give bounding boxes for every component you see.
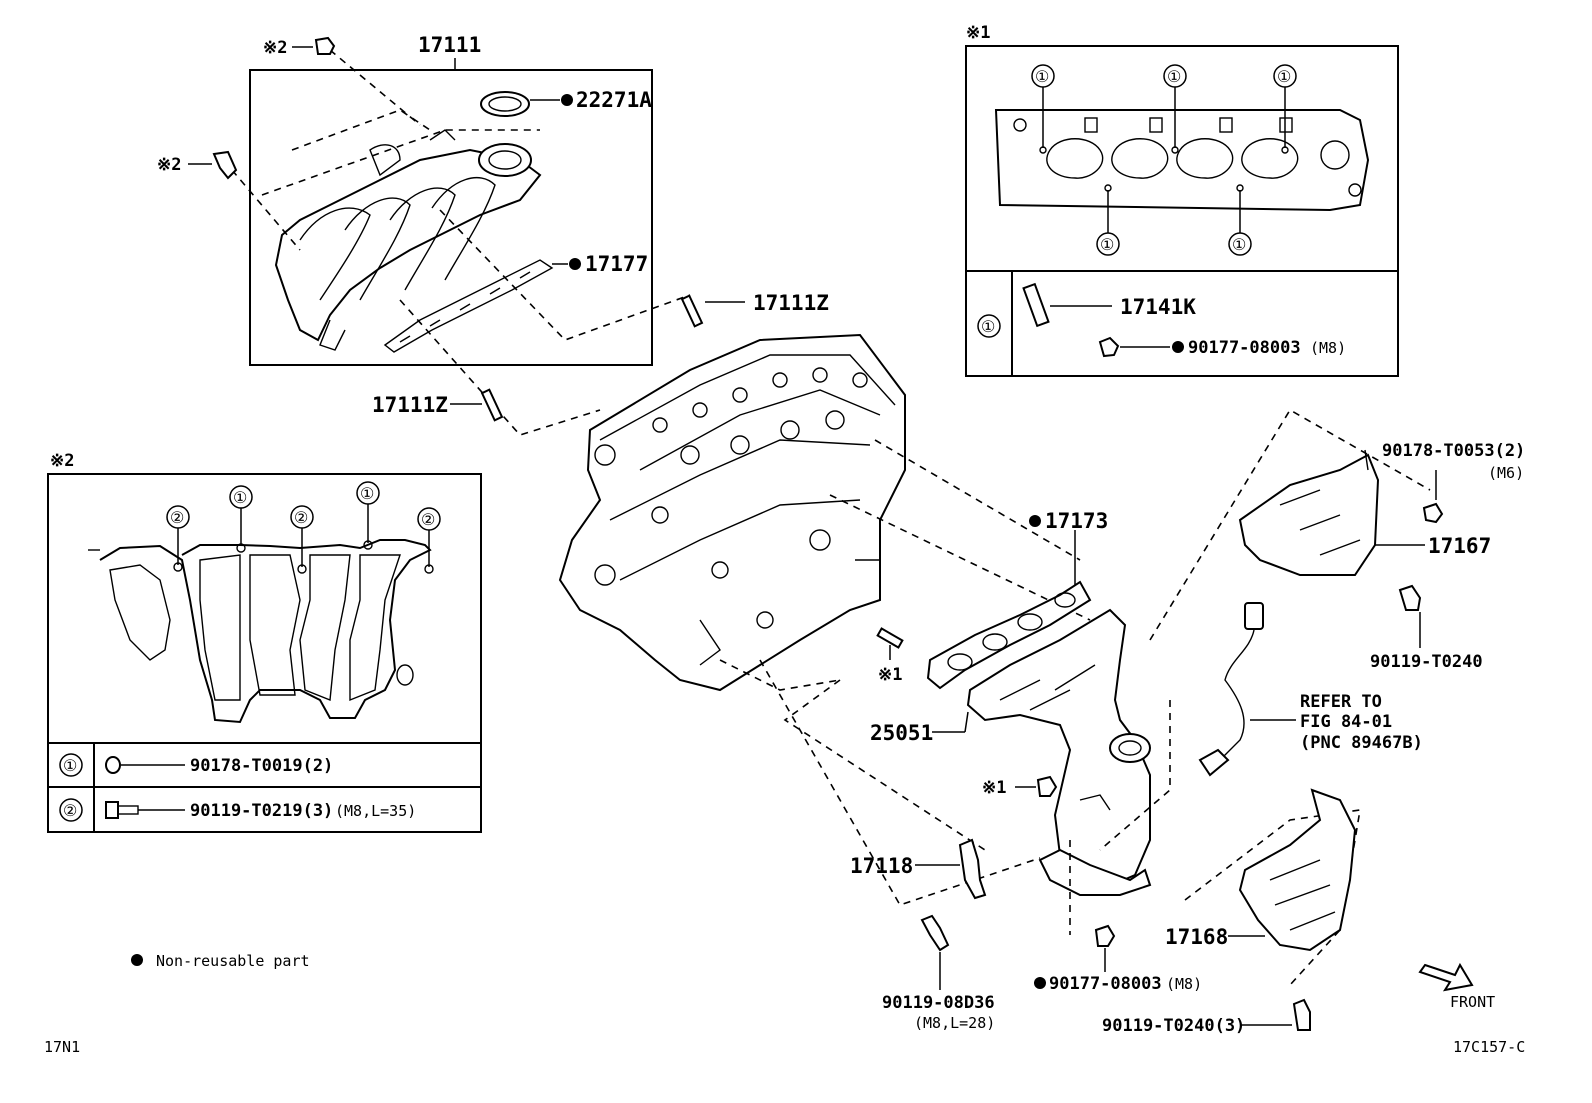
- label-90177-bottom: 90177-08003: [1049, 974, 1162, 994]
- upper-heat-shield: [1238, 453, 1380, 576]
- callout-1: ①: [360, 484, 374, 503]
- intake-manifold-group: 17111 22271A 17177: [157, 33, 691, 436]
- stud-star1: ※1: [876, 627, 904, 685]
- nonreusable-dot: [1034, 977, 1046, 989]
- label-refer-3: (PNC 89467B): [1300, 733, 1423, 753]
- callout-1: ①: [1277, 67, 1291, 86]
- stud-17111Z-upper: 17111Z: [680, 291, 829, 328]
- label-star2-box: ※2: [50, 451, 74, 471]
- bolt-icon: [212, 150, 238, 180]
- callout-1: ①: [233, 488, 247, 507]
- callout-2: ②: [421, 510, 435, 529]
- bolt-icon: [1398, 584, 1422, 611]
- callout-1: ①: [981, 317, 995, 336]
- label-refer-2: FIG 84-01: [1300, 712, 1392, 732]
- label-17167: 17167: [1428, 534, 1491, 558]
- diagram-code-right: 17C157-C: [1453, 1038, 1525, 1056]
- upper-heat-shield-group: 90178-T0053(2) (M6) 17167 90119-T0240: [1149, 408, 1525, 672]
- label-star1-stud: ※1: [878, 665, 902, 685]
- label-17111Z-lower: 17111Z: [372, 393, 448, 417]
- label-nonreusable: Non-reusable part: [156, 952, 310, 970]
- label-17111Z-upper: 17111Z: [753, 291, 829, 315]
- bolt-90119-08D36: 90119-08D36 (M8,L=28): [882, 914, 995, 1032]
- cylinder-head-face: [994, 109, 1370, 212]
- nut-90177-bottom: 90177-08003 (M8): [1034, 924, 1202, 994]
- label-17111: 17111: [418, 33, 481, 57]
- gasket-detail-group: ※2 ② ① ② ① ② ① 90178-T0019(2) ② 90: [47, 451, 482, 833]
- intake-gasket-flange: [99, 539, 432, 724]
- label-90177-bottom-spec: (M8): [1166, 975, 1202, 993]
- callout-1: ①: [1035, 67, 1049, 86]
- bolt-icon: [1292, 998, 1311, 1031]
- callout-1: ①: [1167, 67, 1181, 86]
- nonreusable-dot: [131, 954, 143, 966]
- oxygen-sensor: REFER TO FIG 84-01 (PNC 89467B): [1198, 602, 1423, 777]
- label-star1-box: ※1: [966, 23, 990, 43]
- intake-manifold-box: [249, 69, 653, 366]
- label-star2-left: ※2: [157, 155, 181, 175]
- label-star1-nut: ※1: [982, 778, 1006, 798]
- label-90119-T0219-spec: (M8,L=35): [335, 802, 416, 820]
- label-90119-T0219: 90119-T0219(3): [190, 801, 333, 821]
- label-17118: 17118: [850, 854, 913, 878]
- bolt-icon: [105, 801, 119, 819]
- nonreusable-dot: [1172, 341, 1184, 353]
- label-17141K: 17141K: [1120, 295, 1196, 319]
- front-arrow-icon: [1418, 962, 1474, 992]
- intake-gasket: [383, 259, 554, 353]
- lower-heat-shield: [1238, 788, 1357, 952]
- label-front: FRONT: [1450, 993, 1495, 1011]
- engine-block-drawing: [558, 333, 906, 692]
- callout-2: ②: [294, 508, 308, 527]
- exhaust-gasket-group: 17173: [926, 509, 1108, 690]
- nonreusable-dot: [561, 94, 573, 106]
- nonreusable-dot: [569, 258, 581, 270]
- exhaust-manifold-catalyst: [966, 608, 1151, 890]
- label-90119-08D36-spec: (M8,L=28): [914, 1014, 995, 1032]
- label-star2-top: ※2: [263, 38, 287, 58]
- label-90119-T0240: 90119-T0240: [1370, 652, 1483, 672]
- label-90119-T0240-3: 90119-T0240(3): [1102, 1016, 1245, 1036]
- stud-detail-group: ※1 ① ① ① ① ① ① 17141K 90177-08003 (M8): [965, 23, 1399, 377]
- exhaust-gasket-17173: [926, 580, 1092, 690]
- label-90178-T0053-spec: (M6): [1488, 464, 1524, 482]
- bracket-17118: 17118: [850, 838, 987, 900]
- callout-1: ①: [1232, 235, 1246, 254]
- label-90119-08D36: 90119-08D36: [882, 993, 995, 1013]
- callout-1: ①: [1100, 235, 1114, 254]
- label-90177-top: 90177-08003: [1188, 338, 1301, 358]
- label-90177-top-spec: (M8): [1310, 339, 1346, 357]
- label-22271A: 22271A: [576, 88, 652, 112]
- diagram-code-left: 17N1: [44, 1038, 80, 1056]
- bolt-icon: [314, 36, 336, 55]
- gasket-detail-box: [47, 473, 482, 833]
- callout-2: ②: [63, 801, 77, 820]
- stud-icon: [1022, 282, 1050, 328]
- front-arrow: FRONT: [1418, 962, 1495, 1011]
- intake-manifold-drawing: [274, 129, 542, 351]
- callout-2: ②: [170, 508, 184, 527]
- nut-icon: [105, 756, 121, 774]
- label-17177: 17177: [585, 252, 648, 276]
- legend: Non-reusable part: [131, 952, 310, 970]
- nut-icon: [1036, 775, 1058, 797]
- label-17168: 17168: [1165, 925, 1228, 949]
- stud-detail-box: [965, 45, 1399, 377]
- label-25051: 25051: [870, 721, 933, 745]
- label-90178-T0019: 90178-T0019(2): [190, 756, 333, 776]
- throttle-gasket: [480, 91, 530, 117]
- nonreusable-dot: [1029, 515, 1041, 527]
- stud-17111Z-lower: 17111Z: [372, 388, 504, 422]
- exhaust-manifold-group: 25051 ※1: [870, 608, 1171, 935]
- label-90178-T0053: 90178-T0053(2): [1382, 441, 1525, 461]
- label-17173: 17173: [1045, 509, 1108, 533]
- callout-1: ①: [63, 756, 77, 775]
- lower-heat-shield-group: 17168 90119-T0240(3): [1102, 788, 1361, 1036]
- nut-icon: [1422, 502, 1444, 524]
- label-refer-1: REFER TO: [1300, 692, 1382, 712]
- nut-icon: [1098, 336, 1120, 358]
